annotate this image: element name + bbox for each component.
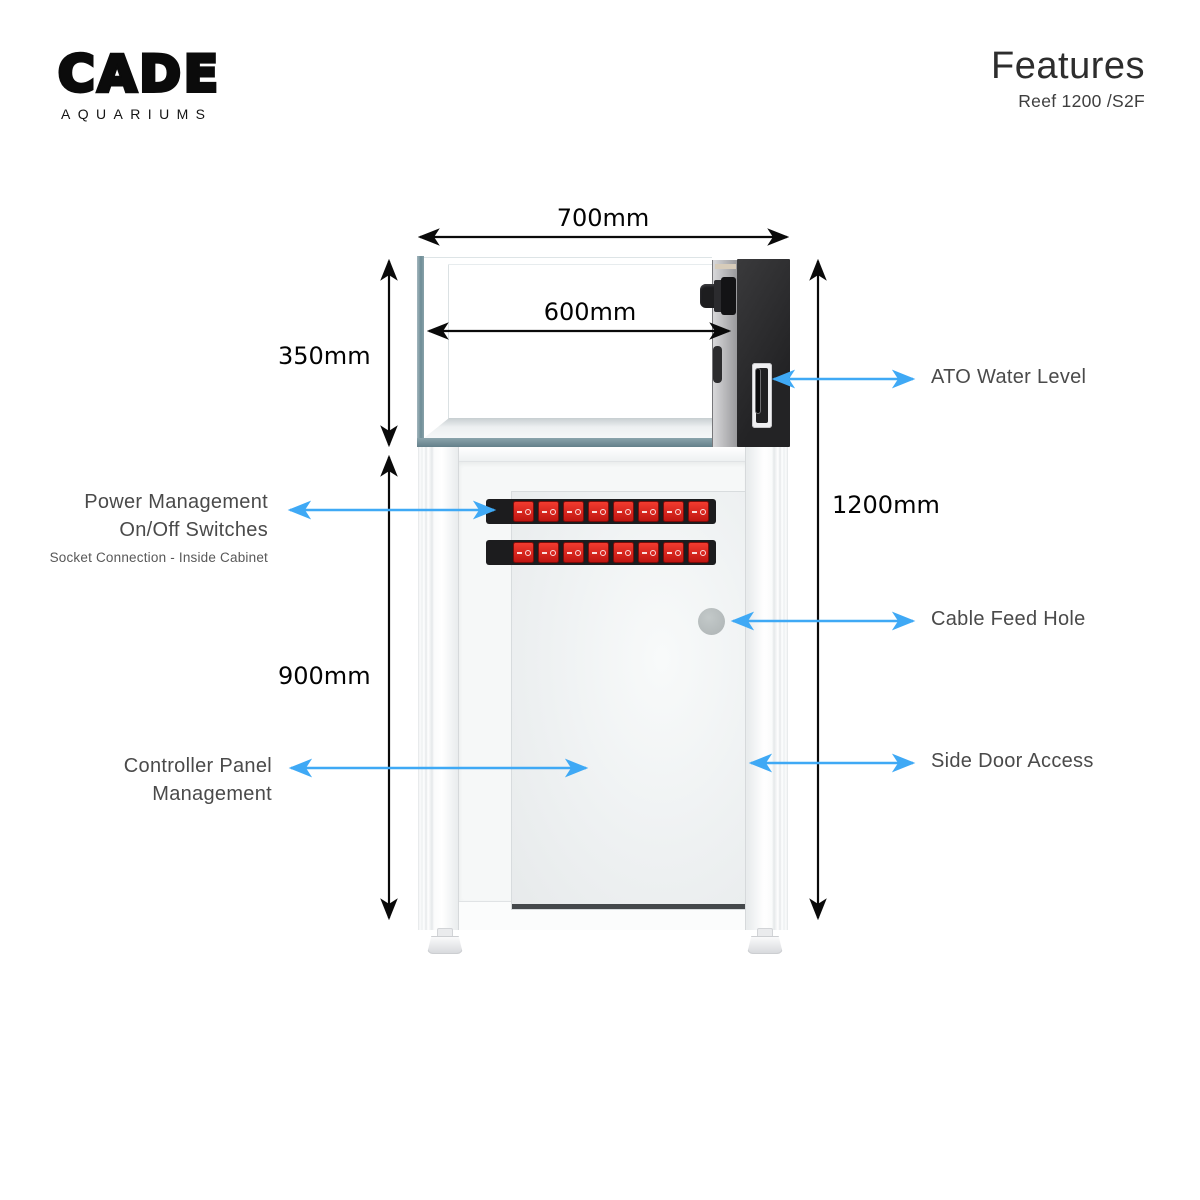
power-switch [663,542,684,563]
cabinet-foot-left [427,928,461,952]
callout-power-note: Socket Connection - Inside Cabinet [49,550,268,565]
cable-feed-hole [698,608,725,635]
valve-collar [714,280,724,312]
power-switch [638,542,659,563]
callout-controller-line1: Controller Panel [123,755,272,777]
tank-floor [424,418,712,438]
tank-back-edge [448,264,449,419]
dim-label-tank-height: 350mm [278,342,371,370]
cabinet-top-rail [418,447,788,462]
callout-cable-feed-hole: Cable Feed Hole [931,608,1086,630]
ato-water-level-window [752,363,772,428]
power-switch [613,542,634,563]
cade-logo: CADE AQUARIUMS [56,44,222,122]
cabinet-foot-right [747,928,781,952]
callout-power-line1: Power Management [84,491,268,513]
power-switch [563,501,584,522]
logo-tagline: AQUARIUMS [61,106,213,122]
tank-back-top-edge [448,264,712,265]
power-switch [588,501,609,522]
tank-bottom-trim [417,438,737,447]
power-switch [563,542,584,563]
overflow-slot [713,346,722,383]
power-switch [688,501,709,522]
cabinet-right-post [745,447,788,930]
cabinet-opening [458,461,785,910]
callout-power-management: Power Management On/Off Switches Socket … [28,489,268,565]
logo-wordmark: CADE [56,44,222,104]
callout-ato-water-level: ATO Water Level [931,366,1087,388]
power-switch-strip-1 [486,499,716,524]
callout-controller-line2: Management [152,782,272,805]
valve-flange [721,277,736,315]
power-switch [613,501,634,522]
power-switch [588,542,609,563]
callout-power-line2: On/Off Switches [119,518,268,541]
model-subtitle: Reef 1200 /S2F [1018,91,1145,111]
aquarium-tank-illustration [417,256,790,448]
cabinet-left-post [418,447,459,930]
power-switch [538,542,559,563]
dim-label-overall-width: 700mm [556,204,650,232]
ato-sight-slot [755,368,761,414]
tank-glass [424,257,712,448]
power-switch [513,542,534,563]
dim-label-overall-height: 1200mm [832,491,940,519]
power-switch [688,542,709,563]
power-switch [538,501,559,522]
power-switch [513,501,534,522]
power-switch-strip-2 [486,540,716,565]
page-title: Features [991,45,1145,87]
dim-label-display-width: 600mm [543,298,637,326]
power-switch [638,501,659,522]
callout-side-door-access: Side Door Access [931,750,1094,772]
title-block: Features Reef 1200 /S2F [991,44,1145,112]
tank-left-trim [417,256,424,447]
power-switch [663,501,684,522]
dim-label-cabinet-height: 900mm [278,662,371,690]
callout-controller-panel: Controller Panel Management [28,753,272,808]
cabinet-illustration [418,447,788,938]
